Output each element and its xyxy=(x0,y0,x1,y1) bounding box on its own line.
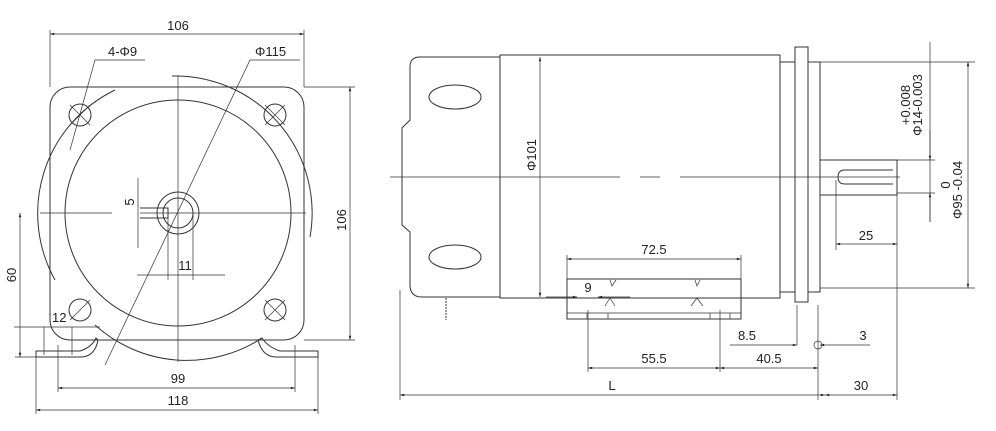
output-shaft xyxy=(820,159,898,196)
dim-flange-thk: 8.5 xyxy=(738,328,756,343)
dim-pilot-tol: 0 xyxy=(938,181,953,188)
front-view: 106 4-Φ9 Φ115 106 5 11 60 12 99 118 xyxy=(4,18,355,414)
dim-box-to-flange: 40.5 xyxy=(756,351,781,366)
dim-height-right: 106 xyxy=(334,209,349,231)
dim-foot-holes: 99 xyxy=(171,371,185,386)
dim-center-height: 60 xyxy=(4,268,19,282)
dim-foot-width: 118 xyxy=(168,393,189,408)
left-foot xyxy=(35,337,99,358)
bolt-holes xyxy=(68,103,287,322)
dim-key-length: 25 xyxy=(859,228,873,243)
dim-key-width: 5 xyxy=(122,198,137,205)
dim-shaft-offset: 11 xyxy=(178,258,192,273)
dim-box-length: 72.5 xyxy=(641,242,666,257)
motor-body xyxy=(499,54,781,299)
dim-holes: 4-Φ9 xyxy=(108,44,137,59)
dim-pilot-len: 3 xyxy=(859,328,866,343)
dim-box-offset: 9 xyxy=(584,280,591,295)
flange-arc xyxy=(171,75,313,238)
terminal-box xyxy=(566,278,742,320)
dim-pilot-dia: Φ95 -0.04 xyxy=(950,161,965,219)
right-foot xyxy=(257,337,319,358)
dim-body-dia: Φ101 xyxy=(524,139,539,171)
square-flange xyxy=(49,86,305,341)
dim-width-top: 106 xyxy=(167,18,189,33)
dim-shaft-dia: Φ14-0.003 xyxy=(910,74,925,136)
dim-shaft-tol: +0.008 xyxy=(898,85,913,125)
dim-flange-dia: Φ115 xyxy=(255,44,286,59)
dim-shaft-length: 30 xyxy=(854,378,868,393)
flange xyxy=(794,46,809,303)
dim-length: L xyxy=(608,378,615,393)
dim-foot-edge: 12 xyxy=(52,310,66,325)
end-cap xyxy=(401,56,501,298)
side-view: Φ101 +0.008 Φ14-0.003 0 Φ95 -0.04 25 72.… xyxy=(390,42,975,400)
dim-hole-spacing: 55.5 xyxy=(641,351,666,366)
